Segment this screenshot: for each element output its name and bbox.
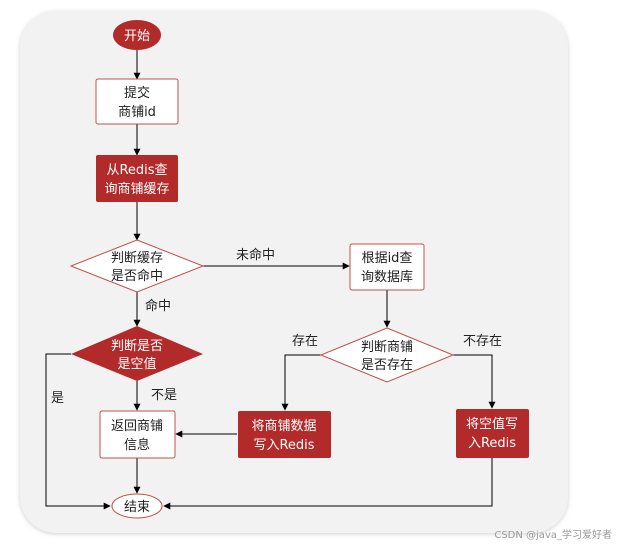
node-judge-null-line2: 是空值 xyxy=(117,356,156,372)
label-miss: 未命中 xyxy=(236,247,275,263)
node-write-shop-line1: 将商铺数据 xyxy=(251,419,316,434)
node-judge-shop-line2: 是否存在 xyxy=(361,358,413,373)
node-start: 开始 xyxy=(113,20,161,50)
node-return-shop-line1: 返回商铺 xyxy=(111,419,163,434)
node-start-label: 开始 xyxy=(124,29,150,44)
edge-judgeshop-write xyxy=(281,354,321,411)
node-submit-line1: 提交 xyxy=(124,85,150,101)
node-return-shop-line2: 信息 xyxy=(124,437,150,453)
node-write-null-line2: 入Redis xyxy=(468,436,516,451)
label-exists: 存在 xyxy=(292,334,318,349)
node-query-redis: 从Redis查 询商铺缓存 xyxy=(96,155,178,202)
node-judge-cache-line2: 是否命中 xyxy=(111,268,163,284)
node-query-db-line1: 根据id查 xyxy=(362,251,413,266)
edge-judgeshop-writenull xyxy=(453,354,496,409)
label-no: 不是 xyxy=(151,388,177,403)
node-submit: 提交 商铺id xyxy=(95,78,179,125)
node-judge-null: 判断是否 是空值 xyxy=(71,326,203,381)
node-write-null: 将空值写 入Redis xyxy=(456,409,529,458)
node-end: 结束 xyxy=(111,493,163,519)
node-write-shop: 将商铺数据 写入Redis xyxy=(238,411,331,458)
node-submit-line2: 商铺id xyxy=(118,105,156,120)
edge-writenull-end xyxy=(163,458,493,510)
connectors xyxy=(45,50,496,510)
node-query-redis-line2: 询商铺缓存 xyxy=(104,182,169,197)
watermark: CSDN @java_学习爱好者 xyxy=(494,530,612,541)
node-query-db-line2: 询数据库 xyxy=(361,269,413,285)
node-return-shop: 返回商铺 信息 xyxy=(99,410,176,459)
node-judge-shop: 判断商铺 是否存在 xyxy=(319,327,455,383)
node-query-db: 根据id查 询数据库 xyxy=(349,243,425,291)
label-not-exists: 不存在 xyxy=(463,334,502,349)
label-yes: 是 xyxy=(51,391,64,406)
diagram-panel xyxy=(20,11,568,533)
node-end-label: 结束 xyxy=(124,500,150,515)
node-judge-null-line1: 判断是否 xyxy=(111,339,163,354)
node-judge-cache: 判断缓存 是否命中 xyxy=(69,239,205,293)
node-judge-cache-line1: 判断缓存 xyxy=(111,251,163,266)
node-judge-shop-line1: 判断商铺 xyxy=(361,340,413,355)
label-hit: 命中 xyxy=(145,298,171,314)
node-query-redis-line1: 从Redis查 xyxy=(106,163,167,178)
edge-judgenull-end xyxy=(45,353,111,510)
node-write-shop-line2: 写入Redis xyxy=(253,438,314,453)
node-write-null-line1: 将空值写 xyxy=(466,416,518,432)
